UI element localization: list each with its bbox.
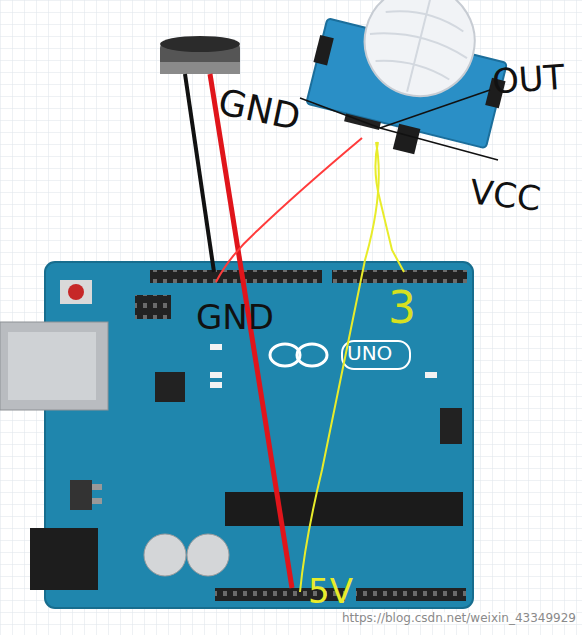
- pin-label: 5V: [308, 574, 353, 608]
- board-model: UNO: [347, 343, 392, 363]
- watermark: https://blog.csdn.net/weixin_43349929: [342, 612, 576, 624]
- pin-number: 3: [388, 286, 416, 330]
- pin-label: GND: [196, 300, 274, 334]
- pin-label: OUT: [491, 60, 566, 99]
- pin-label: VCC: [468, 174, 542, 215]
